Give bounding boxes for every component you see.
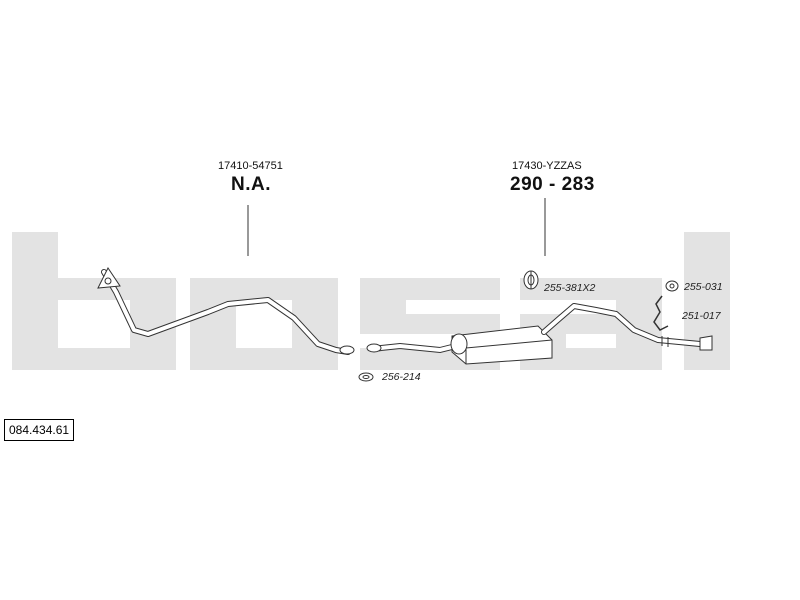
part-label-251-017: 251-017 [682,310,721,322]
front-pipe [97,267,355,355]
gasket-256-214 [358,372,374,382]
reference-front: N.A. [231,174,271,195]
part-label-255-381x2: 255-381X2 [544,282,596,294]
part-label-255-031: 255-031 [684,281,723,293]
reference-rear-left: 290 [510,174,544,195]
oe-number-front: 17410-54751 [218,160,283,172]
reference-rear-right: 283 [561,174,595,195]
part-label-256-214: 256-214 [382,371,421,383]
reference-rear-separator: - [548,174,556,195]
rear-section [366,303,713,365]
article-number-box: 084.434.61 [4,419,75,441]
rear-section-flange [366,343,382,353]
rubber-mount-255-381x2 [523,270,539,290]
front-pipe-end-flange [339,345,355,355]
oe-number-rear: 17430-YZZAS [512,160,582,172]
rubber-ring-255-031 [665,280,679,292]
reference-rear: 290 - 283 [510,174,595,196]
tailpipe-tip [699,335,713,351]
bracket-251-017 [653,295,669,331]
